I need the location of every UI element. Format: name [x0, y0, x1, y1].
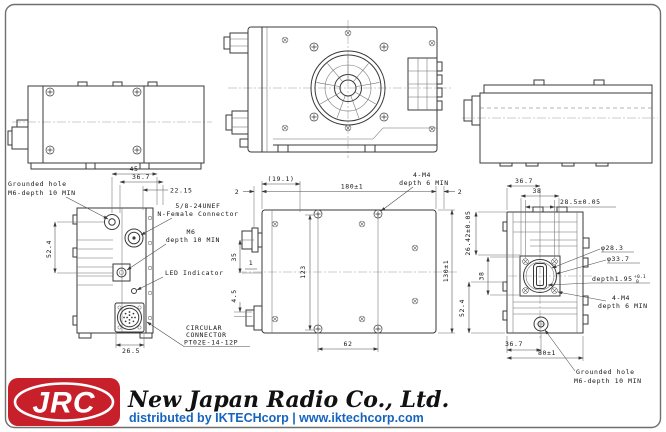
callout-grounded-hole-2: M6-depth 10 MIN [8, 189, 76, 197]
dim-52-4: 52.4 [45, 240, 53, 258]
dim-130: 130±1 [442, 260, 450, 283]
grounded-hole [104, 214, 120, 230]
n-female-connector [124, 228, 144, 248]
side-connector [471, 95, 481, 126]
circular-connector [114, 302, 145, 333]
callout-4m4-2: depth 6 MIN [399, 179, 449, 187]
dim-62: 62 [343, 340, 352, 348]
view-side-right [462, 79, 658, 167]
dim-depth-tol-lo: 0 [636, 279, 639, 285]
dim-36-7: 36.7 [132, 173, 150, 181]
circular-connector-side [245, 309, 255, 327]
distributor-link[interactable]: distributed by IKTECHcorp | www.iktechco… [129, 411, 424, 425]
callout-unef-2: N-Female Connector [157, 210, 238, 218]
side-connector [11, 126, 29, 150]
dim-22-15: 22.15 [170, 187, 193, 195]
dim-35: 35 [230, 252, 238, 261]
jrc-logo [8, 378, 120, 426]
callout-grounded-hole-1: Grounded hole [8, 180, 67, 188]
callout-circular-1: CIRCULAR [186, 324, 222, 332]
callout-circular-2: CONNECTOR [186, 331, 227, 339]
dims-rear: 36.7 38 28.5±0.05 26.42±0.05 38 52.4 φ28… [458, 177, 650, 385]
top-connector-2 [231, 110, 249, 135]
callout-4m4-rear-2: depth 6 MIN [598, 302, 648, 310]
dim-38-top: 38 [532, 187, 541, 195]
dim-28-5: 28.5±0.05 [560, 198, 601, 206]
dim-depth-tol-hi: +0.1 [634, 274, 646, 280]
dim-26-42: 26.42±0.05 [464, 210, 472, 255]
dim-45: 45 [129, 165, 138, 173]
view-rear [502, 206, 594, 340]
fan-spokes [316, 56, 380, 119]
heatsink-fins-top [407, 57, 443, 111]
callout-m6-2: depth 10 MIN [166, 236, 220, 244]
callout-m6-1: M6 [186, 228, 195, 236]
m6-hole [112, 263, 131, 282]
dim-180: 180±1 [341, 183, 364, 191]
dim-26-5: 26.5 [122, 347, 140, 355]
led-indicator [131, 288, 137, 294]
dim-dia-28-3: φ28.3 [601, 244, 624, 252]
callout-unef-1: 5/8-24UNEF [175, 202, 220, 210]
fan-guard [310, 50, 386, 126]
view-top-fan [223, 20, 452, 158]
jrc-logo-text: JRC [32, 387, 95, 420]
dims-plan: (19.1) 180±1 2 2 4-M4 depth 6 MIN 35 1 4… [230, 171, 462, 352]
page-border [4, 3, 662, 429]
callout-led: LED Indicator [165, 269, 224, 277]
view-front [72, 207, 154, 339]
dim-52-4-rear: 52.4 [458, 299, 466, 317]
dim-1: 1 [249, 259, 254, 267]
dim-4-5: 4.5 [230, 289, 238, 303]
dim-19-1: (19.1) [267, 175, 294, 183]
footer: JRC New Japan Radio Co., Ltd. distribute… [8, 378, 449, 426]
dims-front: 45 36.7 22.15 52.4 Grounded hole M6-dept… [8, 165, 250, 355]
dim-2-left: 2 [235, 188, 240, 196]
callout-circular-3: PT02E-14-12P [184, 339, 238, 347]
callout-4m4-rear-1: 4-M4 [612, 294, 630, 302]
jrc-logo-ellipse [13, 382, 115, 422]
grounded-hole-rear [533, 316, 549, 332]
dim-depth-1-95: depth1.95 [592, 275, 633, 283]
callout-grounded-rear-2: M6-depth 10 MIN [574, 377, 642, 385]
dim-dia-33-7: φ33.7 [607, 255, 630, 263]
view-plan [238, 209, 458, 334]
callout-grounded-rear-1: Grounded hole [576, 368, 635, 376]
dim-123: 123 [299, 265, 307, 279]
top-connector-1 [229, 32, 249, 54]
callout-4m4-1: 4-M4 [413, 171, 431, 179]
dim-36-7-top: 36.7 [515, 177, 533, 185]
waveguide-flange [519, 255, 561, 297]
dim-36-7-bottom: 36.7 [505, 340, 523, 348]
dim-38-side: 38 [478, 271, 486, 280]
view-side-left [7, 81, 212, 170]
company-name: New Japan Radio Co., Ltd. [127, 387, 449, 413]
dim-80: 80±1 [538, 349, 556, 357]
dim-2-right: 2 [458, 188, 463, 196]
